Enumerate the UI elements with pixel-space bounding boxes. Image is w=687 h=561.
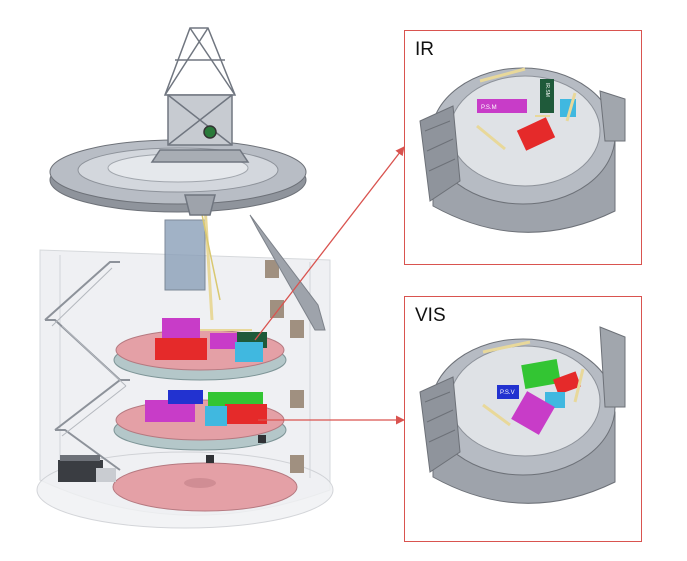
vis-detail-panel: VIS P.S.V <box>404 296 642 542</box>
ir-room-illustration: P.S.M IR.SM <box>419 67 626 233</box>
ground-floor <box>112 462 298 512</box>
staircase <box>44 261 130 471</box>
upper-floor-ir <box>113 318 287 381</box>
ir-panel-label: IR <box>415 39 434 60</box>
telescope <box>150 27 250 216</box>
vis-module-text: P.S.V <box>500 390 515 396</box>
ground-machine <box>58 455 116 482</box>
ir-detail-panel: IR P.S.M IR.SM <box>404 30 642 265</box>
vis-room-illustration: P.S.V <box>419 326 626 504</box>
lower-floor-vis <box>113 390 287 451</box>
vis-panel-label: VIS <box>415 305 446 326</box>
side-strut <box>249 214 326 331</box>
ir-vertical-text: IR.SM <box>544 83 550 97</box>
ir-module-text: P.S.M <box>481 105 497 111</box>
central-shaft <box>164 204 304 473</box>
ir-callout-arrow <box>254 146 405 341</box>
